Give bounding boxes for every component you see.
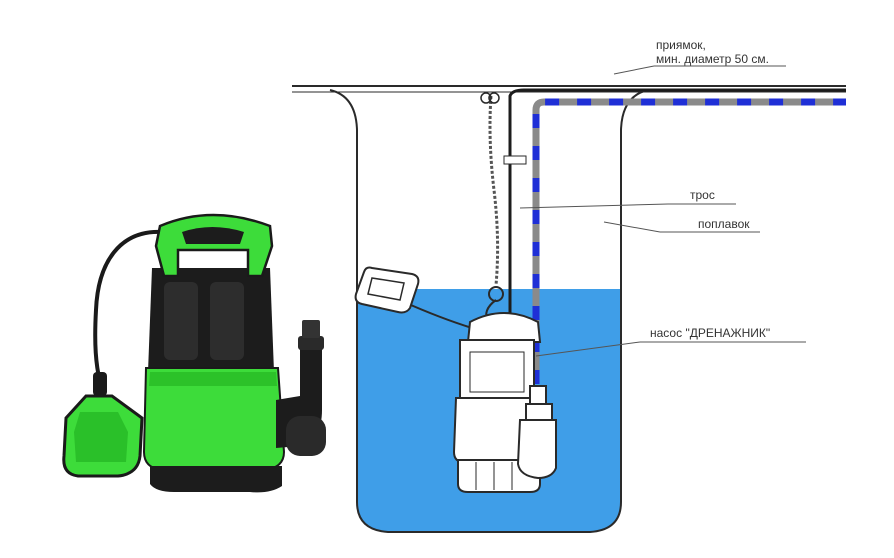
- float-label: поплавок: [698, 217, 750, 231]
- power-cable: [508, 88, 846, 318]
- green-submersible-pump-icon: [62, 213, 326, 493]
- pit-label-line1: приямок,: [656, 38, 706, 52]
- drainage-pump-icon: [452, 312, 557, 493]
- pump-label: насос "ДРЕНАЖНИК": [650, 326, 771, 340]
- pit-label-line2: мин. диаметр 50 см.: [656, 52, 769, 66]
- discharge-hose: [532, 98, 846, 384]
- leader-lines: [519, 65, 806, 357]
- rope: [480, 92, 504, 323]
- product-float-switch-icon: [62, 372, 144, 478]
- cable-clamp: [503, 155, 527, 165]
- pit-walls: [329, 89, 649, 533]
- rope-label: трос: [690, 188, 715, 202]
- float-switch-icon: [354, 266, 489, 331]
